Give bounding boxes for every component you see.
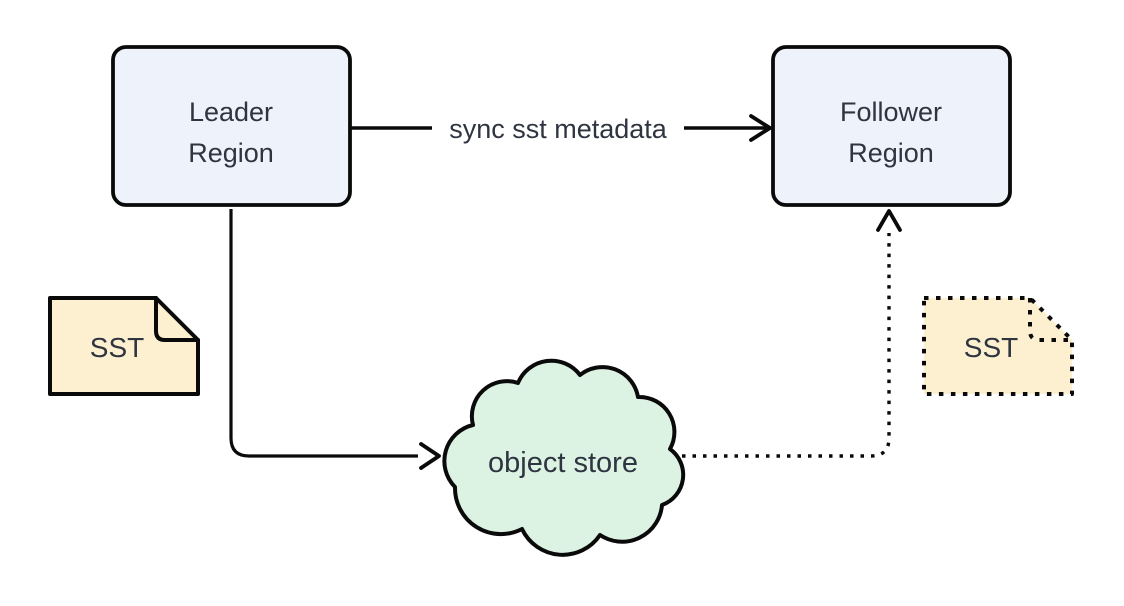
leader-region-label-line2: Region bbox=[188, 138, 274, 168]
sst-right-label: SST bbox=[964, 332, 1018, 363]
arrowhead-right-icon bbox=[749, 114, 772, 142]
edge-sync-label-bg bbox=[432, 106, 684, 150]
edge-sync-metadata: sync sst metadata bbox=[351, 106, 772, 150]
sst-left-page bbox=[48, 296, 200, 396]
node-sst-right: SST bbox=[922, 296, 1074, 396]
object-store-cloud bbox=[442, 358, 686, 557]
sst-left-label: SST bbox=[90, 332, 144, 363]
edge-upload-sst bbox=[229, 209, 441, 470]
edge-sync-label: sync sst metadata bbox=[449, 114, 668, 144]
sst-right-page bbox=[922, 296, 1074, 396]
arrowhead-right-icon bbox=[419, 442, 441, 470]
node-leader-region: Leader Region bbox=[111, 45, 352, 207]
edge-download-sst bbox=[682, 209, 902, 458]
node-sst-left: SST bbox=[48, 296, 200, 396]
object-store-label: object store bbox=[488, 447, 638, 479]
sst-right-fold-icon bbox=[1028, 298, 1072, 342]
leader-region-box bbox=[111, 45, 352, 207]
edge-upload-line bbox=[229, 209, 418, 458]
sst-left-fold-icon bbox=[154, 296, 200, 342]
follower-region-label-line2: Region bbox=[848, 138, 934, 168]
node-follower-region: Follower Region bbox=[771, 45, 1012, 207]
leader-region-label-line1: Leader bbox=[189, 97, 273, 127]
edge-download-line bbox=[682, 233, 891, 458]
arrowhead-up-icon bbox=[876, 209, 902, 232]
node-object-store: object store bbox=[442, 358, 686, 557]
follower-region-box bbox=[771, 45, 1012, 207]
follower-region-label-line1: Follower bbox=[840, 97, 942, 127]
